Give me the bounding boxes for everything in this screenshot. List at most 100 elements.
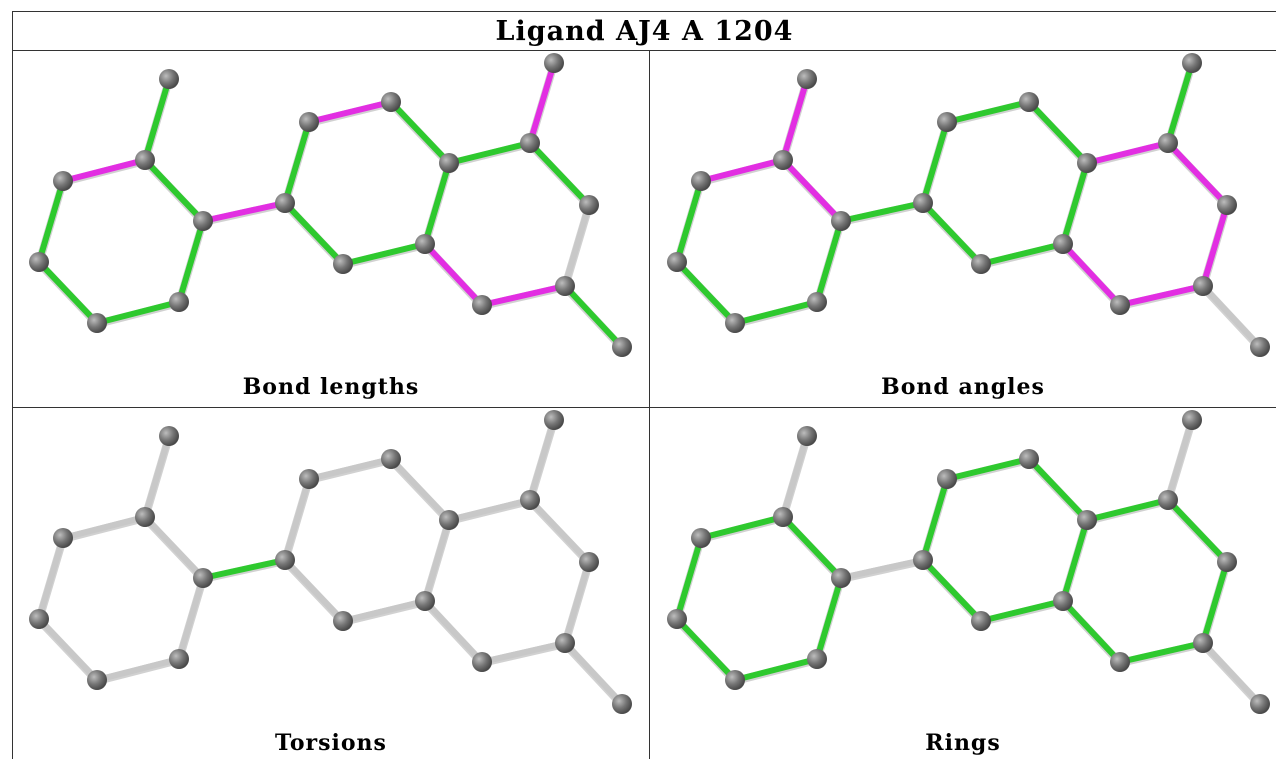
bond-green bbox=[1060, 517, 1090, 604]
bond-green bbox=[142, 76, 172, 163]
atom bbox=[667, 609, 687, 629]
bond-gray bbox=[422, 517, 452, 604]
atom bbox=[299, 112, 319, 132]
bond-green bbox=[920, 557, 984, 624]
atom bbox=[797, 426, 817, 446]
bond-gray bbox=[562, 202, 592, 289]
panel-bond-lengths: Bond lengths bbox=[12, 50, 649, 407]
atom bbox=[797, 69, 817, 89]
panel-caption: Bond lengths bbox=[242, 374, 420, 400]
atom bbox=[1217, 195, 1237, 215]
bond-gray bbox=[176, 575, 206, 662]
bond-magenta bbox=[306, 99, 394, 125]
atom bbox=[193, 568, 213, 588]
atom bbox=[937, 469, 957, 489]
atom bbox=[831, 568, 851, 588]
bond-green bbox=[388, 99, 452, 166]
atom bbox=[1077, 153, 1097, 173]
molecule-torsions bbox=[29, 410, 632, 714]
atom bbox=[333, 611, 353, 631]
bond-green bbox=[422, 160, 452, 247]
atom bbox=[415, 591, 435, 611]
bond-green bbox=[1165, 497, 1230, 565]
atom bbox=[1110, 295, 1130, 315]
bond-green bbox=[142, 157, 206, 224]
bond-green bbox=[562, 283, 625, 350]
atom bbox=[53, 171, 73, 191]
bond-green bbox=[838, 200, 926, 224]
atom bbox=[381, 92, 401, 112]
molecule-bond-lengths bbox=[29, 53, 632, 357]
bond-magenta bbox=[780, 157, 844, 224]
atom bbox=[725, 313, 745, 333]
atom bbox=[1053, 591, 1073, 611]
atom bbox=[1217, 552, 1237, 572]
bond-gray bbox=[446, 497, 533, 523]
bond-magenta bbox=[780, 76, 810, 163]
atom bbox=[169, 649, 189, 669]
atom bbox=[159, 426, 179, 446]
bond-green bbox=[920, 200, 984, 267]
atom bbox=[555, 633, 575, 653]
bond-green bbox=[36, 259, 100, 326]
bond-magenta bbox=[422, 241, 485, 308]
bond-gray bbox=[36, 535, 66, 622]
panel-caption: Torsions bbox=[275, 730, 387, 756]
atom bbox=[555, 276, 575, 296]
atom bbox=[1110, 652, 1130, 672]
atom bbox=[1019, 449, 1039, 469]
atom bbox=[1193, 276, 1213, 296]
bond-magenta bbox=[1165, 140, 1230, 208]
bond-green bbox=[1060, 160, 1090, 247]
bond-magenta bbox=[60, 157, 148, 184]
atom bbox=[971, 611, 991, 631]
atom bbox=[439, 510, 459, 530]
bond-green bbox=[1117, 640, 1206, 665]
atom bbox=[1077, 510, 1097, 530]
atom bbox=[913, 193, 933, 213]
atom bbox=[53, 528, 73, 548]
atom bbox=[971, 254, 991, 274]
bond-gray bbox=[1200, 283, 1263, 350]
atom bbox=[159, 69, 179, 89]
atom bbox=[135, 507, 155, 527]
atom bbox=[579, 552, 599, 572]
bond-gray bbox=[60, 514, 148, 541]
bond-gray bbox=[36, 616, 100, 683]
bond-green bbox=[282, 200, 346, 267]
bond-green bbox=[94, 299, 182, 326]
atom bbox=[1182, 410, 1202, 430]
atom bbox=[807, 649, 827, 669]
atom bbox=[275, 193, 295, 213]
figure-title: Ligand AJ4 A 1204 bbox=[12, 11, 1276, 50]
panel-rings: Rings bbox=[649, 407, 1276, 759]
bond-green bbox=[732, 656, 820, 683]
bond-green bbox=[176, 218, 206, 305]
atom bbox=[831, 211, 851, 231]
bond-green bbox=[732, 299, 820, 326]
bond-green bbox=[1026, 99, 1090, 166]
bond-green bbox=[814, 218, 844, 305]
panel-bond-angles: Bond angles bbox=[649, 50, 1276, 407]
bond-gray bbox=[94, 656, 182, 683]
bond-green bbox=[1026, 456, 1090, 523]
bond-green bbox=[200, 557, 288, 581]
atom bbox=[544, 410, 564, 430]
bond-green bbox=[1060, 598, 1123, 665]
bond-gray bbox=[1200, 640, 1263, 707]
atom bbox=[913, 550, 933, 570]
atom bbox=[275, 550, 295, 570]
atom bbox=[87, 670, 107, 690]
bond-green bbox=[944, 456, 1032, 482]
atom bbox=[472, 652, 492, 672]
bond-magenta bbox=[1060, 241, 1123, 308]
molecule-bond-angles bbox=[667, 53, 1270, 357]
bond-gray bbox=[527, 417, 557, 503]
bond-magenta bbox=[1084, 140, 1171, 166]
panel-torsions: Torsions bbox=[12, 407, 649, 759]
bond-gray bbox=[527, 497, 592, 565]
atom bbox=[520, 490, 540, 510]
bond-green bbox=[674, 178, 704, 265]
bond-green bbox=[674, 259, 738, 326]
bond-magenta bbox=[698, 157, 786, 184]
